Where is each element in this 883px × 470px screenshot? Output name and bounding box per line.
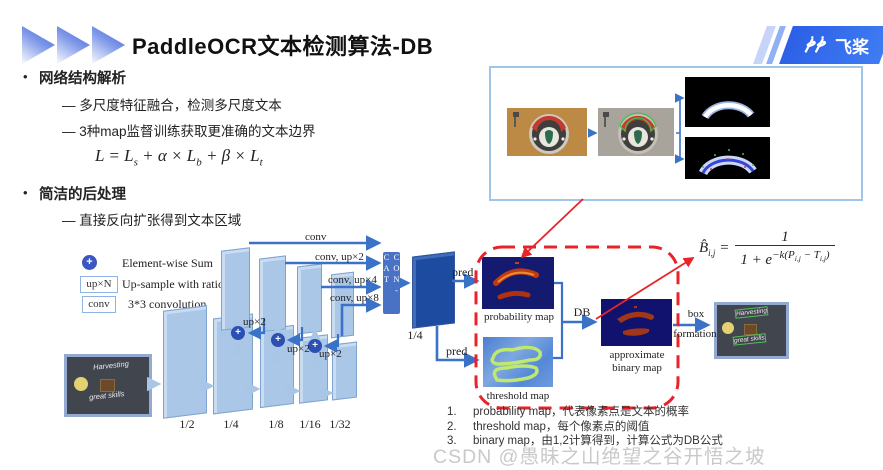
note-item: 2. threshold map，每个像素点的阈值	[447, 420, 650, 433]
conv-label: conv	[305, 231, 327, 243]
fpn-map-3	[297, 263, 322, 335]
legend-sum-label: Element-wise Sum	[122, 256, 213, 270]
threshold-map-label: threshold map	[486, 390, 550, 402]
output-image: Harvesting great skills	[714, 302, 789, 359]
photo-text: Harvesting	[92, 359, 130, 372]
binary-map-label-1: approximate	[609, 349, 665, 361]
concat-box: CON-CAT	[382, 252, 402, 314]
legend-upsample-label: Up-sample with ratio N	[122, 277, 236, 291]
elementwise-sum-icon: +	[271, 333, 285, 347]
legend-upn-box: up×N	[80, 276, 118, 293]
scale-label: 1/8	[268, 417, 284, 431]
photo-object	[744, 324, 757, 335]
scale-label: 1/16	[299, 417, 321, 431]
box-formation-label-2: formation	[673, 328, 717, 340]
conv-up4-label: conv, up×4	[328, 274, 377, 286]
up2-label: up×2	[287, 343, 310, 355]
detected-text: Harvesting	[734, 306, 769, 319]
binary-map-image	[601, 299, 672, 346]
watermark: CSDN @愚昧之山绝望之谷开悟之坡	[433, 446, 766, 468]
photo-object	[100, 379, 115, 392]
threshold-map-sample	[685, 137, 770, 179]
bullet-3maps: — 3种map监督训练获取更准确的文本边界	[62, 124, 316, 139]
threshold-map-image	[483, 337, 553, 387]
db-formula: B̂i,j = 1 1 + e−k(Pi,j − Ti,j)	[699, 230, 835, 268]
bullet-expand: — 直接反向扩张得到文本区域	[62, 213, 242, 228]
photo-sun	[74, 377, 88, 391]
conv-up8-label: conv, up×8	[330, 292, 379, 304]
box-formation-label-1: box	[687, 308, 705, 320]
paddlepaddle-logo-icon	[804, 36, 826, 53]
logo-text: 飞桨	[835, 37, 869, 57]
bullet-dot: •	[23, 69, 28, 84]
input-image: Harvesting great skills	[64, 354, 152, 417]
fused-feature-map	[412, 251, 455, 329]
feature-map-1-2	[163, 305, 207, 419]
binary-map-label-2: binary map	[612, 362, 662, 374]
probability-map-label: probability map	[484, 311, 554, 323]
db-label: DB	[573, 305, 591, 319]
probability-map-sample	[685, 77, 770, 127]
elementwise-sum-icon: +	[231, 326, 245, 340]
chevron-icon	[92, 26, 125, 64]
bullet-multiscale: — 多尺度特征融合，检测多尺度文本	[62, 98, 282, 113]
detected-text: great skills	[732, 333, 767, 346]
bullet-dot: •	[23, 185, 28, 200]
photo-text: great skills	[88, 389, 125, 402]
pred-label: pred	[452, 265, 474, 279]
up2-label: up×2	[319, 348, 342, 360]
note-item: 1. probability map，代表像素点是文本的概率	[447, 406, 689, 418]
chevron-icon	[57, 26, 90, 64]
probability-map-image	[482, 257, 554, 309]
sample-image	[507, 108, 587, 156]
paddle-logo: 飞桨	[790, 33, 882, 57]
bullet-postprocess: 简洁的后处理	[39, 187, 126, 203]
note-item: 3. binary map，由1,2计算得到，计算公式为DB公式	[447, 435, 723, 447]
up2-label: up×2	[243, 316, 266, 328]
polygon-image	[598, 108, 674, 156]
pred-label: pred	[446, 344, 468, 358]
page-title: PaddleOCR文本检测算法-DB	[132, 34, 434, 59]
loss-formula: L = Ls + α × Lb + β × Lt	[95, 146, 263, 169]
bullet-network-structure: 网络结构解析	[39, 71, 126, 87]
scale-label: 1/2	[179, 417, 195, 431]
legend-conv-box: conv	[82, 296, 116, 313]
scale-label: 1/32	[329, 417, 351, 431]
photo-sun	[722, 322, 734, 334]
fused-scale-label: 1/4	[407, 328, 423, 342]
chevron-icon	[22, 26, 55, 64]
conv-up2-label: conv, up×2	[315, 251, 364, 263]
plus-icon: +	[82, 255, 97, 270]
scale-label: 1/4	[223, 417, 239, 431]
